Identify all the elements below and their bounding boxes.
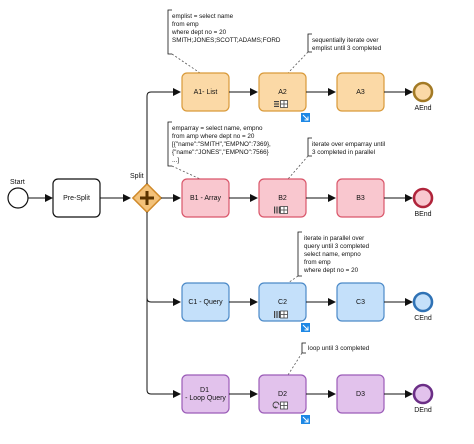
association-a2 bbox=[287, 51, 309, 74]
task-d1-label-line1: D1 bbox=[200, 387, 209, 394]
annotation-b1 bbox=[167, 121, 172, 167]
task-d1[interactable] bbox=[181, 374, 230, 414]
annotation-b2-text: iterate over emparray until 3 completed … bbox=[312, 141, 387, 156]
annotation-b1-text: emparray = select name, empno from amp w… bbox=[172, 125, 273, 164]
annotation-d2 bbox=[301, 342, 306, 354]
annotation-b2 bbox=[307, 137, 312, 157]
association-b1 bbox=[171, 165, 201, 180]
grid-icon bbox=[280, 401, 288, 410]
task-c2-label: C2 bbox=[278, 299, 287, 306]
end-event-a[interactable] bbox=[412, 81, 434, 103]
split-gateway[interactable] bbox=[131, 182, 163, 214]
task-d2-label: D2 bbox=[278, 391, 287, 398]
task-d1-label-line2: - Loop Query bbox=[185, 395, 226, 402]
sequence-flow-split-lane-a bbox=[146, 88, 181, 184]
annotation-a2-text: sequentially iterate over emplist until … bbox=[312, 37, 382, 52]
grid-icon bbox=[280, 100, 288, 108]
task-a3-label: A3 bbox=[356, 89, 365, 96]
expand-badge-icon[interactable] bbox=[301, 415, 310, 424]
annotation-c2-text: iterate in parallel over query until 3 c… bbox=[303, 235, 371, 274]
end-event-d-label: DEnd bbox=[414, 407, 432, 414]
start-event-label: Start bbox=[10, 179, 25, 186]
task-a1-label: A1- List bbox=[194, 89, 218, 96]
task-d3-label: D3 bbox=[356, 391, 365, 398]
loop-icon bbox=[272, 401, 280, 409]
end-event-d[interactable] bbox=[412, 383, 434, 405]
task-c1-label: C1 - Query bbox=[188, 299, 223, 306]
task-b1-label: B1 - Array bbox=[190, 195, 222, 202]
lane-b: emparray = select name, empno from amp w… bbox=[167, 121, 434, 218]
association-d2 bbox=[287, 352, 303, 376]
task-c3-label: C3 bbox=[356, 299, 365, 306]
end-event-b[interactable] bbox=[412, 187, 434, 209]
presplit-task-label: Pre-Split bbox=[63, 195, 90, 202]
parallel-icon bbox=[274, 206, 280, 214]
end-event-c-label: CEnd bbox=[414, 315, 432, 322]
annotation-a1 bbox=[167, 9, 172, 55]
grid-icon bbox=[280, 206, 288, 214]
annotation-a2 bbox=[307, 33, 312, 53]
end-event-b-label: BEnd bbox=[414, 211, 431, 218]
end-event-c[interactable] bbox=[412, 291, 434, 313]
parallel-plus-icon bbox=[140, 191, 154, 205]
sequence-flow-split-lane-d bbox=[146, 298, 181, 398]
task-a2-label: A2 bbox=[278, 89, 287, 96]
lane-c: iterate in parallel over query until 3 c… bbox=[181, 231, 434, 332]
lane-a: emplist = select name from emp where dep… bbox=[167, 9, 434, 122]
expand-badge-icon[interactable] bbox=[301, 113, 310, 122]
association-b2 bbox=[287, 155, 309, 180]
association-a1 bbox=[171, 53, 201, 74]
annotation-d2-text: loop until 3 completed bbox=[308, 345, 370, 352]
lane-d: loop until 3 completed D1 - Loop Query D… bbox=[181, 342, 434, 424]
grid-icon bbox=[280, 310, 288, 319]
end-event-a-label: AEnd bbox=[414, 105, 431, 112]
start-event[interactable] bbox=[7, 187, 29, 209]
task-d1-label: D1 - Loop Query bbox=[185, 387, 226, 402]
task-b3-label: B3 bbox=[356, 195, 365, 202]
split-gateway-label: Split bbox=[130, 173, 144, 180]
parallel-icon bbox=[274, 311, 280, 318]
annotation-a1-text: emplist = select name from emp where dep… bbox=[171, 13, 281, 44]
annotation-c2 bbox=[297, 231, 302, 277]
list-icon bbox=[274, 101, 279, 107]
association-c2 bbox=[287, 275, 299, 284]
sequence-flow-split-lane-c bbox=[146, 212, 181, 306]
task-b2-label: B2 bbox=[278, 195, 287, 202]
expand-badge-icon[interactable] bbox=[301, 323, 310, 332]
